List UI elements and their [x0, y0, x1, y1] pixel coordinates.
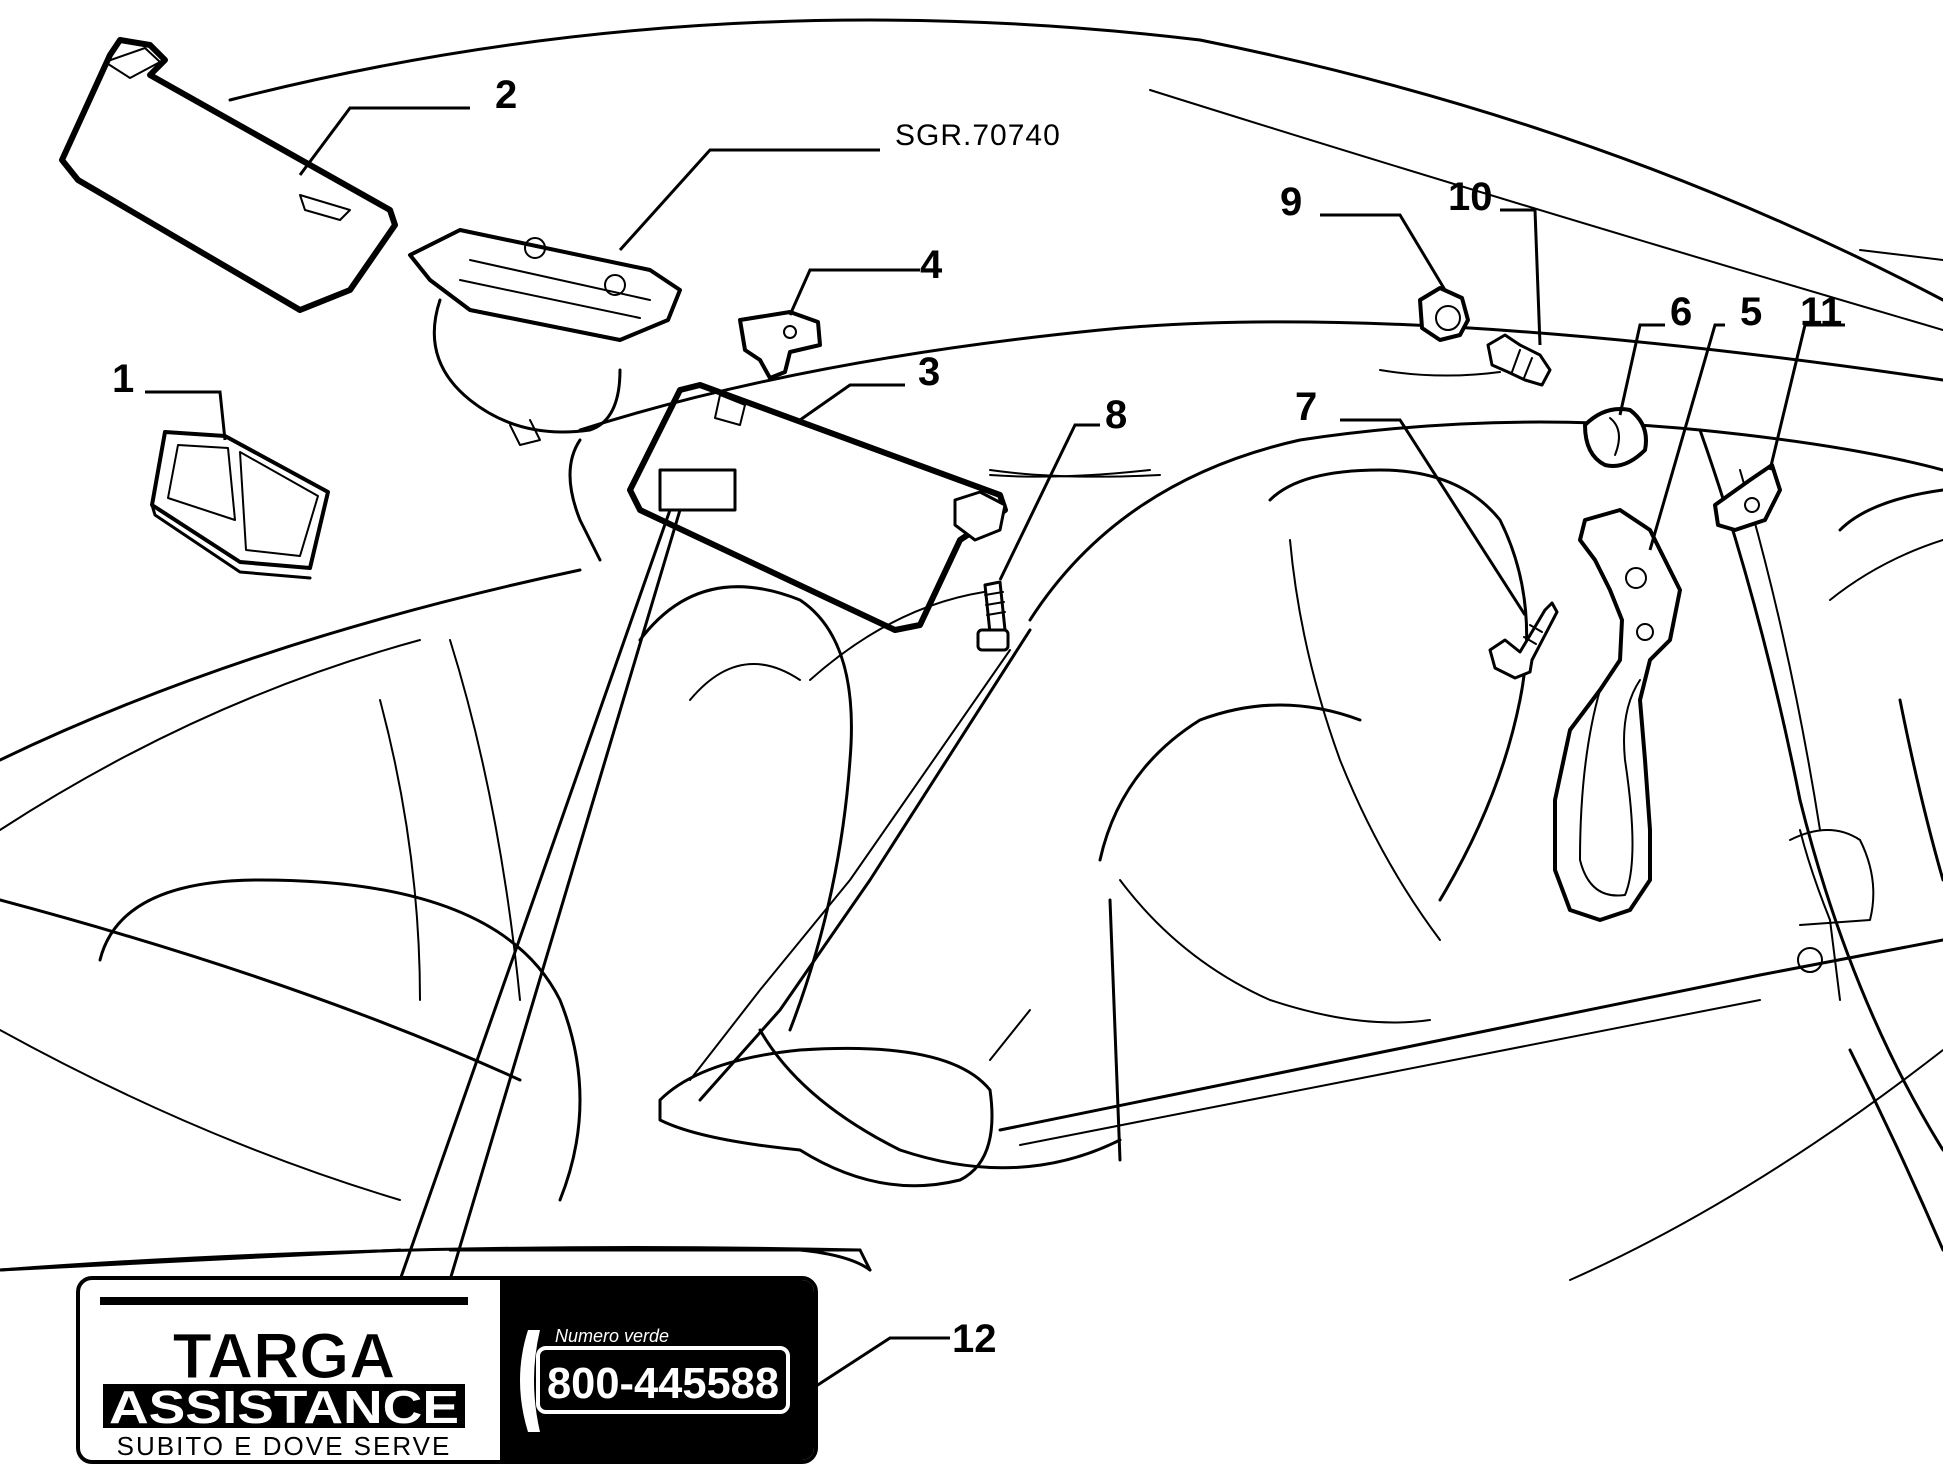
part-5-grab-strap [1553, 508, 1682, 922]
callout-12: 12 [952, 1317, 997, 1361]
part-7-screw [1488, 601, 1559, 680]
sticker-brand-line2: ASSISTANCE [109, 1381, 459, 1433]
callout-4: 4 [920, 243, 943, 287]
part-2-sun-visor [59, 37, 398, 313]
sticker-slogan: SUBITO E DOVE SERVE [117, 1431, 452, 1461]
callout-10: 10 [1448, 175, 1493, 219]
leader-lines [0, 106, 1845, 1392]
sticker-phone-caption: Numero verde [555, 1326, 669, 1346]
car-interior-outline [0, 18, 1943, 1281]
phone-handset-icon [520, 1330, 540, 1432]
sticker-brand-line1: TARGA [173, 1320, 396, 1392]
sticker-phone-number: 800-445588 [547, 1359, 779, 1408]
callout-2: 2 [495, 73, 517, 117]
part-4-clip [738, 310, 822, 380]
bracket-assembly [408, 228, 682, 446]
callout-8: 8 [1105, 393, 1127, 437]
part-6-cap [1583, 407, 1648, 468]
callout-5: 5 [1740, 290, 1762, 334]
sticker-top-rule [100, 1297, 468, 1305]
callout-11: 11 [1800, 290, 1842, 334]
part-11-hook [1713, 463, 1782, 532]
callout-labels: 1 2 3 4 5 6 7 8 9 10 11 12 SGR.70740 [112, 73, 1842, 1361]
callout-9: 9 [1280, 180, 1302, 224]
callout-6: 6 [1670, 290, 1692, 334]
part-12-assistance-sticker: TARGA ASSISTANCE SUBITO E DOVE SERVE Num… [76, 1276, 818, 1464]
callout-1: 1 [112, 357, 134, 401]
part-10-screw [1486, 333, 1552, 387]
part-9-plug [1418, 286, 1470, 342]
part-1-mirror-frame [150, 430, 330, 580]
callout-7: 7 [1295, 385, 1317, 429]
callout-3: 3 [918, 350, 940, 394]
part-8-screw [976, 580, 1010, 652]
reference-code: SGR.70740 [895, 119, 1061, 152]
part-3-sun-visor [627, 382, 1008, 633]
